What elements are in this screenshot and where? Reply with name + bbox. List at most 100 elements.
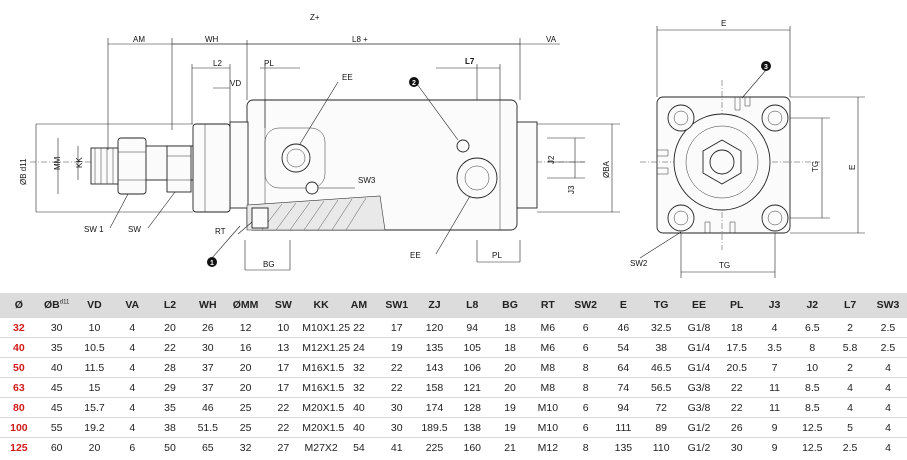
table-cell: 225: [415, 437, 454, 457]
table-cell: 4: [868, 377, 907, 398]
table-cell: 32: [340, 357, 378, 378]
table-cell: M20X1.5: [302, 397, 344, 418]
column-header: PL: [717, 293, 756, 318]
table-cell: 20: [151, 317, 189, 338]
table-cell: 10: [75, 317, 114, 338]
table-cell: G3/8: [680, 377, 718, 398]
table-cell: 8: [793, 337, 832, 358]
label-ee-bottom: EE: [410, 251, 421, 260]
table-cell: 50: [151, 437, 189, 457]
table-cell: 94: [604, 397, 643, 418]
column-header: SW3: [868, 293, 907, 318]
table-cell: 6: [566, 337, 605, 358]
table-cell: 17: [377, 317, 416, 338]
table-cell: 27: [264, 437, 303, 457]
table-cell: 4: [831, 377, 869, 398]
label-ob-d11: ØB d11: [19, 158, 28, 185]
table-cell: 45: [37, 377, 76, 398]
bore-size-cell: 100: [0, 417, 38, 438]
table-cell: 2.5: [868, 317, 907, 338]
table-cell: M10X1.25: [302, 317, 350, 338]
table-cell: 13: [264, 337, 303, 358]
table-cell: M8: [528, 357, 567, 378]
column-header: ZJ: [415, 293, 454, 318]
column-header: AM: [340, 293, 378, 318]
table-cell: 11: [755, 397, 794, 418]
column-header: SW2: [566, 293, 605, 318]
table-cell: 111: [604, 417, 643, 438]
table-cell: 41: [377, 437, 416, 457]
table-cell: 55: [37, 417, 76, 438]
table-cell: 7: [755, 357, 794, 378]
table-cell: 8: [566, 377, 605, 398]
table-cell: 4: [113, 317, 152, 338]
table-cell: 46: [188, 397, 227, 418]
label-bg: BG: [263, 260, 275, 269]
table-cell: 28: [151, 357, 189, 378]
column-header: SW1: [377, 293, 416, 318]
table-cell: 38: [151, 417, 189, 438]
label-rt: RT: [215, 227, 226, 236]
table-cell: 54: [340, 437, 378, 457]
table-cell: 64: [604, 357, 643, 378]
table-cell: 18: [491, 317, 529, 338]
table-cell: 37: [188, 357, 227, 378]
table-cell: 16: [226, 337, 265, 358]
svg-text:1: 1: [210, 260, 214, 267]
table-cell: 22: [264, 417, 303, 438]
label-sw1: SW 1: [84, 225, 104, 234]
label-kk: KK: [75, 157, 84, 168]
table-cell: 20: [491, 377, 529, 398]
column-header: J3: [755, 293, 794, 318]
table-cell: 2: [831, 357, 869, 378]
table-cell: 72: [642, 397, 681, 418]
column-header: L2: [151, 293, 189, 318]
table-cell: M27X2: [302, 437, 341, 457]
table-cell: 3.5: [755, 337, 794, 358]
table-cell: 26: [717, 417, 756, 438]
table-cell: 5: [831, 417, 869, 438]
table-cell: 19: [377, 337, 416, 358]
table-cell: 4: [113, 377, 152, 398]
label-ee-top: EE: [342, 73, 353, 82]
table-cell: 46.5: [642, 357, 681, 378]
label-oba: ØBA: [602, 160, 611, 178]
column-header: J2: [793, 293, 832, 318]
label-va: VA: [546, 35, 557, 44]
table-cell: 4: [868, 437, 907, 457]
table-cell: 2.5: [868, 337, 907, 358]
label-l2: L2: [213, 59, 222, 68]
bore-size-cell: 32: [0, 317, 38, 338]
label-vd: VD: [230, 79, 241, 88]
table-cell: 45: [37, 397, 76, 418]
column-header: VA: [113, 293, 152, 318]
table-cell: 9: [755, 437, 794, 457]
table-cell: 32.5: [642, 317, 681, 338]
table-cell: 22: [377, 357, 416, 378]
table-cell: 6.5: [793, 317, 832, 338]
label-j3: J3: [567, 185, 576, 194]
table-cell: 21: [491, 437, 529, 457]
table-cell: 4: [868, 357, 907, 378]
table-cell: M16X1.5: [302, 357, 344, 378]
table-cell: 6: [566, 317, 605, 338]
table-cell: M6: [528, 317, 567, 338]
column-header: L8: [453, 293, 492, 318]
table-cell: 94: [453, 317, 492, 338]
table-cell: 4: [831, 397, 869, 418]
bore-size-cell: 125: [0, 437, 38, 457]
table-cell: 12.5: [793, 417, 832, 438]
table-cell: 143: [415, 357, 454, 378]
bore-size-cell: 80: [0, 397, 38, 418]
label-sw3: SW3: [358, 176, 376, 185]
table-cell: 11.5: [75, 357, 114, 378]
table-cell: 105: [453, 337, 492, 358]
table-cell: 22: [377, 377, 416, 398]
table-cell: G1/2: [680, 437, 718, 457]
